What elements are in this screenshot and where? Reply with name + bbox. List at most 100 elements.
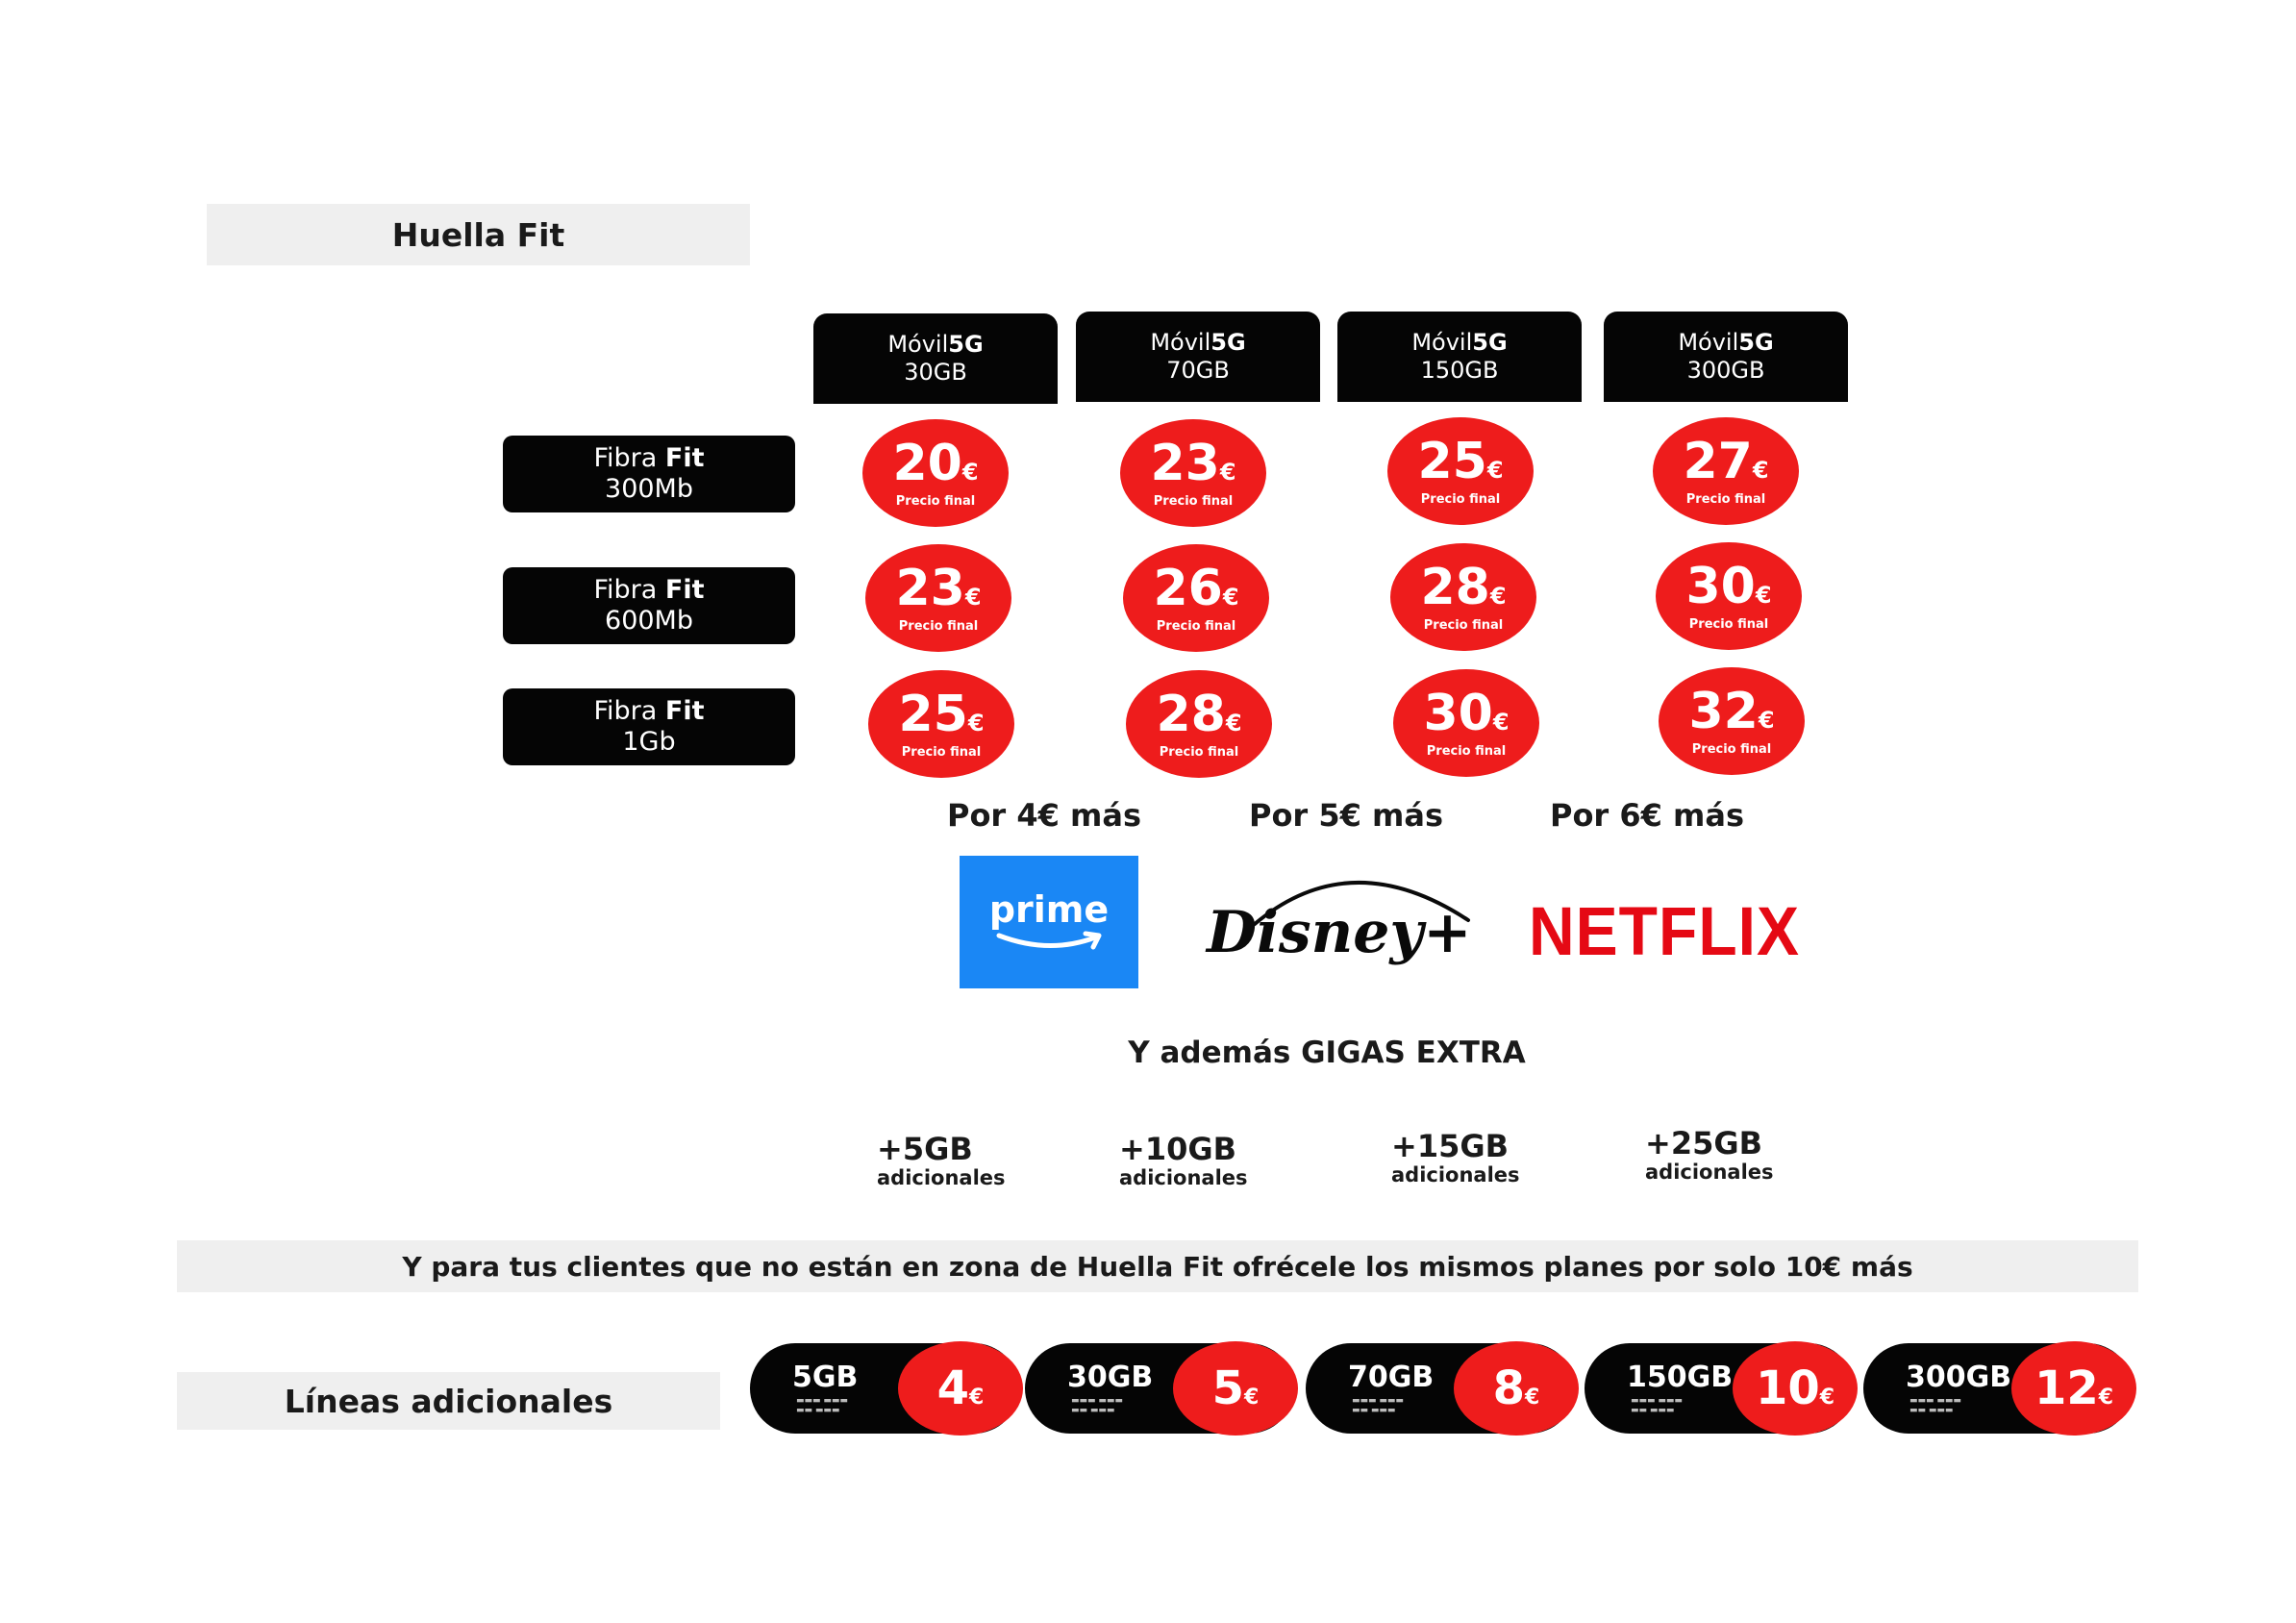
currency-symbol: € <box>961 458 979 486</box>
giga-label: adicionales <box>1645 1161 1774 1185</box>
price-sub-label: Precio final <box>1153 493 1234 509</box>
row-fibra-label: Fibra <box>593 695 658 726</box>
line-gb-label: 150GB <box>1627 1361 1734 1394</box>
price-value: 25 <box>1417 432 1487 490</box>
line-price-circle: 4€ <box>898 1341 1023 1436</box>
row-header-300mb: Fibra Fit 300Mb <box>503 436 795 512</box>
row-fit-label: Fit <box>664 442 705 473</box>
currency-symbol: € <box>1222 583 1239 611</box>
currency-symbol: € <box>2098 1386 2114 1410</box>
prime-smile-icon <box>996 931 1102 950</box>
price-300mb-70gb: 23€ Precio final <box>1120 419 1266 527</box>
price-value: 32 <box>1688 682 1759 740</box>
price-300mb-30gb: 20€ Precio final <box>862 419 1009 527</box>
line-gb-label: 30GB <box>1067 1361 1154 1394</box>
price-sub-label: Precio final <box>1156 618 1236 634</box>
row-speed-label: 1Gb <box>622 727 676 757</box>
line-price-value: 4 <box>936 1361 970 1415</box>
price-value: 20 <box>892 434 962 492</box>
zone-banner-text: Y para tus clientes que no están en zona… <box>402 1250 1913 1283</box>
currency-symbol: € <box>1819 1386 1835 1410</box>
row-speed-label: 300Mb <box>605 474 693 504</box>
disney-wordmark: Disney+ <box>1207 899 1472 966</box>
line-gb-label: 5GB <box>792 1361 859 1394</box>
giga-label: adicionales <box>877 1166 1006 1190</box>
column-data-label: 70GB <box>1166 357 1230 384</box>
giga-amount: +5GB <box>877 1131 973 1167</box>
column-data-label: 30GB <box>904 359 967 386</box>
giga-label: adicionales <box>1391 1163 1520 1187</box>
line-fine-print: ▬▬▬ ▬▬▬▬▬ ▬▬▬ <box>1631 1396 1683 1415</box>
column-tech-label: 5G <box>1210 329 1246 357</box>
price-1gb-150gb: 30€ Precio final <box>1393 669 1539 777</box>
column-mobile-label: Móvil <box>1150 329 1211 357</box>
line-pill-300gb: 300GB ▬▬▬ ▬▬▬▬▬ ▬▬▬ 12€ <box>1863 1341 2136 1436</box>
addon-prime-price: Por 4€ más <box>946 797 1141 834</box>
column-header-300gb: Móvil5G 300GB <box>1604 312 1848 402</box>
column-data-label: 300GB <box>1686 357 1765 384</box>
price-sub-label: Precio final <box>898 618 979 634</box>
line-price-circle: 12€ <box>2011 1341 2136 1436</box>
line-price-value: 12 <box>2034 1361 2099 1415</box>
line-pill-150gb: 150GB ▬▬▬ ▬▬▬▬▬ ▬▬▬ 10€ <box>1585 1341 1858 1436</box>
price-value: 23 <box>895 559 965 617</box>
price-value: 23 <box>1150 434 1220 492</box>
extra-giga-15gb: +15GB adicionales <box>1391 1129 1584 1187</box>
line-price-circle: 5€ <box>1173 1341 1298 1436</box>
price-sub-label: Precio final <box>895 493 976 509</box>
giga-amount: +25GB <box>1645 1125 1762 1161</box>
column-mobile-label: Móvil <box>887 331 949 359</box>
price-1gb-300gb: 32€ Precio final <box>1659 667 1805 775</box>
disney-logo: Disney+ <box>1207 861 1476 990</box>
lines-title: Líneas adicionales <box>284 1382 613 1420</box>
line-fine-print: ▬▬▬ ▬▬▬▬▬ ▬▬▬ <box>1071 1396 1123 1415</box>
row-fibra-label: Fibra <box>593 442 658 473</box>
price-sub-label: Precio final <box>1159 744 1239 760</box>
column-tech-label: 5G <box>1738 329 1774 357</box>
line-pill-30gb: 30GB ▬▬▬ ▬▬▬▬▬ ▬▬▬ 5€ <box>1025 1341 1298 1436</box>
column-header-30gb: Móvil5G 30GB <box>813 313 1058 404</box>
lines-title-band: Líneas adicionales <box>177 1372 720 1430</box>
currency-symbol: € <box>964 583 982 611</box>
currency-symbol: € <box>1492 708 1510 736</box>
line-price-value: 8 <box>1492 1361 1526 1415</box>
title-band: Huella Fit <box>207 204 750 265</box>
giga-label: adicionales <box>1119 1166 1248 1190</box>
column-data-label: 150GB <box>1420 357 1499 384</box>
line-price-value: 10 <box>1755 1361 1820 1415</box>
column-header-70gb: Móvil5G 70GB <box>1076 312 1320 402</box>
currency-symbol: € <box>1489 582 1507 610</box>
price-value: 28 <box>1156 685 1226 743</box>
addon-netflix-price: Por 6€ más <box>1549 797 1744 834</box>
line-fine-print: ▬▬▬ ▬▬▬▬▬ ▬▬▬ <box>796 1396 848 1415</box>
giga-amount: +10GB <box>1119 1131 1236 1167</box>
price-1gb-70gb: 28€ Precio final <box>1126 670 1272 778</box>
row-fit-label: Fit <box>664 574 705 605</box>
extra-gigas-title: Y además GIGAS EXTRA <box>1128 1036 1526 1070</box>
price-300mb-300gb: 27€ Precio final <box>1653 417 1799 525</box>
currency-symbol: € <box>1225 709 1242 737</box>
prime-wordmark: prime <box>988 888 1110 931</box>
price-value: 30 <box>1423 684 1493 742</box>
currency-symbol: € <box>969 1386 985 1410</box>
row-fit-label: Fit <box>664 695 705 726</box>
column-mobile-label: Móvil <box>1411 329 1473 357</box>
price-600mb-150gb: 28€ Precio final <box>1390 543 1536 651</box>
currency-symbol: € <box>1758 706 1775 734</box>
column-header-150gb: Móvil5G 150GB <box>1337 312 1582 402</box>
price-sub-label: Precio final <box>1691 741 1772 757</box>
price-sub-label: Precio final <box>1685 491 1766 507</box>
line-price-circle: 10€ <box>1733 1341 1858 1436</box>
price-value: 30 <box>1685 557 1756 615</box>
extra-giga-10gb: +10GB adicionales <box>1119 1131 1311 1190</box>
line-price-value: 5 <box>1211 1361 1245 1415</box>
currency-symbol: € <box>1219 458 1236 486</box>
currency-symbol: € <box>1244 1386 1260 1410</box>
addon-disney-price: Por 5€ más <box>1248 797 1443 834</box>
price-1gb-30gb: 25€ Precio final <box>868 670 1014 778</box>
column-tech-label: 5G <box>1472 329 1508 357</box>
price-value: 28 <box>1420 558 1490 616</box>
price-sub-label: Precio final <box>1688 616 1769 632</box>
price-sub-label: Precio final <box>901 744 982 760</box>
page-title: Huella Fit <box>391 215 565 254</box>
